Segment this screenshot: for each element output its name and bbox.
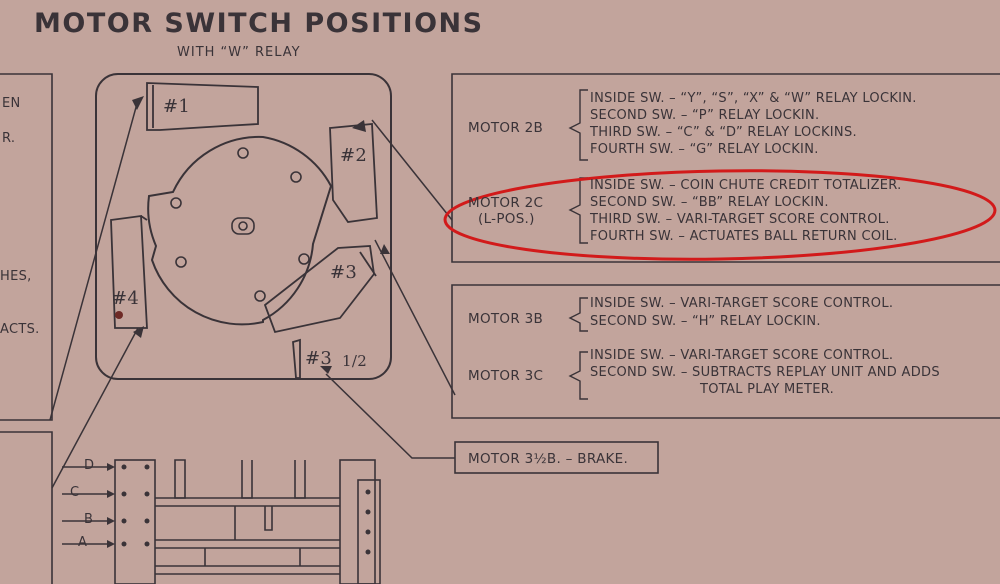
motor-2c-label: MOTOR 2C — [468, 195, 544, 211]
brace-motor-3b — [568, 297, 588, 332]
motor-3c-label: MOTOR 3C — [468, 368, 544, 384]
switch-block-3-edge — [359, 251, 377, 277]
cam-hub — [231, 217, 255, 235]
cam-hub-hole — [238, 221, 248, 231]
cam-holes — [170, 147, 310, 302]
switch-block-4-mark — [115, 311, 123, 319]
switch-stack — [62, 459, 381, 584]
switch-frame — [95, 73, 392, 380]
motor-2c-line: FOURTH SW. – ACTUATES BALL RETURN COIL. — [590, 229, 898, 244]
motor-3b-line: SECOND SW. – “H” RELAY LOCKIN. — [590, 314, 821, 329]
box-motor-2 — [451, 73, 1000, 263]
cam-hole — [290, 171, 302, 183]
page-subtitle: WITH “W” RELAY — [177, 45, 301, 60]
motor-3b-line: INSIDE SW. – VARI-TARGET SCORE CONTROL. — [590, 296, 894, 311]
motor-2b-line: THIRD SW. – “C” & “D” RELAY LOCKINS. — [590, 125, 857, 140]
switch-label-3half: #3 — [305, 348, 333, 369]
motor-brake-label: MOTOR 3½B. – BRAKE. — [468, 451, 629, 467]
leader-lines — [49, 99, 456, 489]
stack-label-c: C — [70, 485, 80, 500]
stack-label-b: B — [84, 512, 94, 527]
motor-3c-line: SECOND SW. – SUBTRACTS REPLAY UNIT AND A… — [590, 365, 940, 380]
motor-2b-label: MOTOR 2B — [468, 120, 544, 136]
left-fragment: R. — [2, 131, 16, 146]
stack-rivets — [121, 464, 371, 555]
motor-2c-sublabel: (L-POS.) — [478, 211, 535, 227]
stack-left-plate — [114, 459, 156, 584]
right-boxes — [451, 73, 1000, 474]
box-motor-brake — [454, 441, 659, 474]
page-title: MOTOR SWITCH POSITIONS — [34, 8, 484, 39]
left-partial-boxes — [0, 73, 53, 584]
stack-right-plate — [339, 459, 376, 584]
motor-3c-line: TOTAL PLAY METER. — [700, 382, 835, 397]
cam-hole — [298, 253, 310, 265]
cam-hole — [170, 197, 182, 209]
switch-label-3: #3 — [330, 262, 358, 283]
cam-hole — [237, 147, 249, 159]
switch-block-3half — [292, 338, 301, 379]
switch-block-3 — [263, 245, 375, 334]
brace-motor-2b — [568, 89, 588, 161]
motor-3b-label: MOTOR 3B — [468, 311, 544, 327]
left-fragment: ACTS. — [0, 322, 40, 337]
highlight-ellipse — [443, 169, 997, 261]
motor-2b-line: INSIDE SW. – “Y”, “S”, “X” & “W” RELAY L… — [590, 91, 917, 106]
box-motor-3 — [451, 284, 1000, 419]
cam-hole — [254, 290, 266, 302]
motor-2c-line: INSIDE SW. – COIN CHUTE CREDIT TOTALIZER… — [590, 178, 902, 193]
switch-blocks — [110, 82, 378, 379]
stack-arrowheads — [107, 463, 115, 548]
switch-label-4: #4 — [112, 288, 140, 309]
motor-2c-line: SECOND SW. – “BB” RELAY LOCKIN. — [590, 195, 829, 210]
motor-2c-line: THIRD SW. – VARI-TARGET SCORE CONTROL. — [590, 212, 890, 227]
switch-block-4 — [110, 214, 148, 329]
stack-label-a: A — [78, 535, 88, 550]
braces — [568, 89, 588, 400]
cam-hole — [175, 256, 187, 268]
arrowheads — [132, 96, 390, 374]
stack-label-d: D — [84, 458, 95, 473]
brace-motor-2c — [568, 177, 588, 244]
stack-end-plate — [357, 479, 381, 584]
left-fragment: HES, — [0, 269, 32, 284]
switch-label-2: #2 — [340, 145, 368, 166]
switch-block-2 — [329, 123, 378, 223]
left-fragment: EN — [2, 96, 21, 111]
brace-motor-3c — [568, 351, 588, 400]
switch-block-4-edge — [140, 215, 148, 221]
switch-label-1: #1 — [163, 96, 191, 117]
motor-2b-line: SECOND SW. – “P” RELAY LOCKIN. — [590, 108, 820, 123]
motor-3c-line: INSIDE SW. – VARI-TARGET SCORE CONTROL. — [590, 348, 894, 363]
switch-label-3half-suffix: 1/2 — [342, 352, 368, 370]
switch-block-1 — [146, 82, 259, 131]
cam-wheel — [147, 135, 333, 326]
motor-2b-line: FOURTH SW. – “G” RELAY LOCKIN. — [590, 142, 819, 157]
